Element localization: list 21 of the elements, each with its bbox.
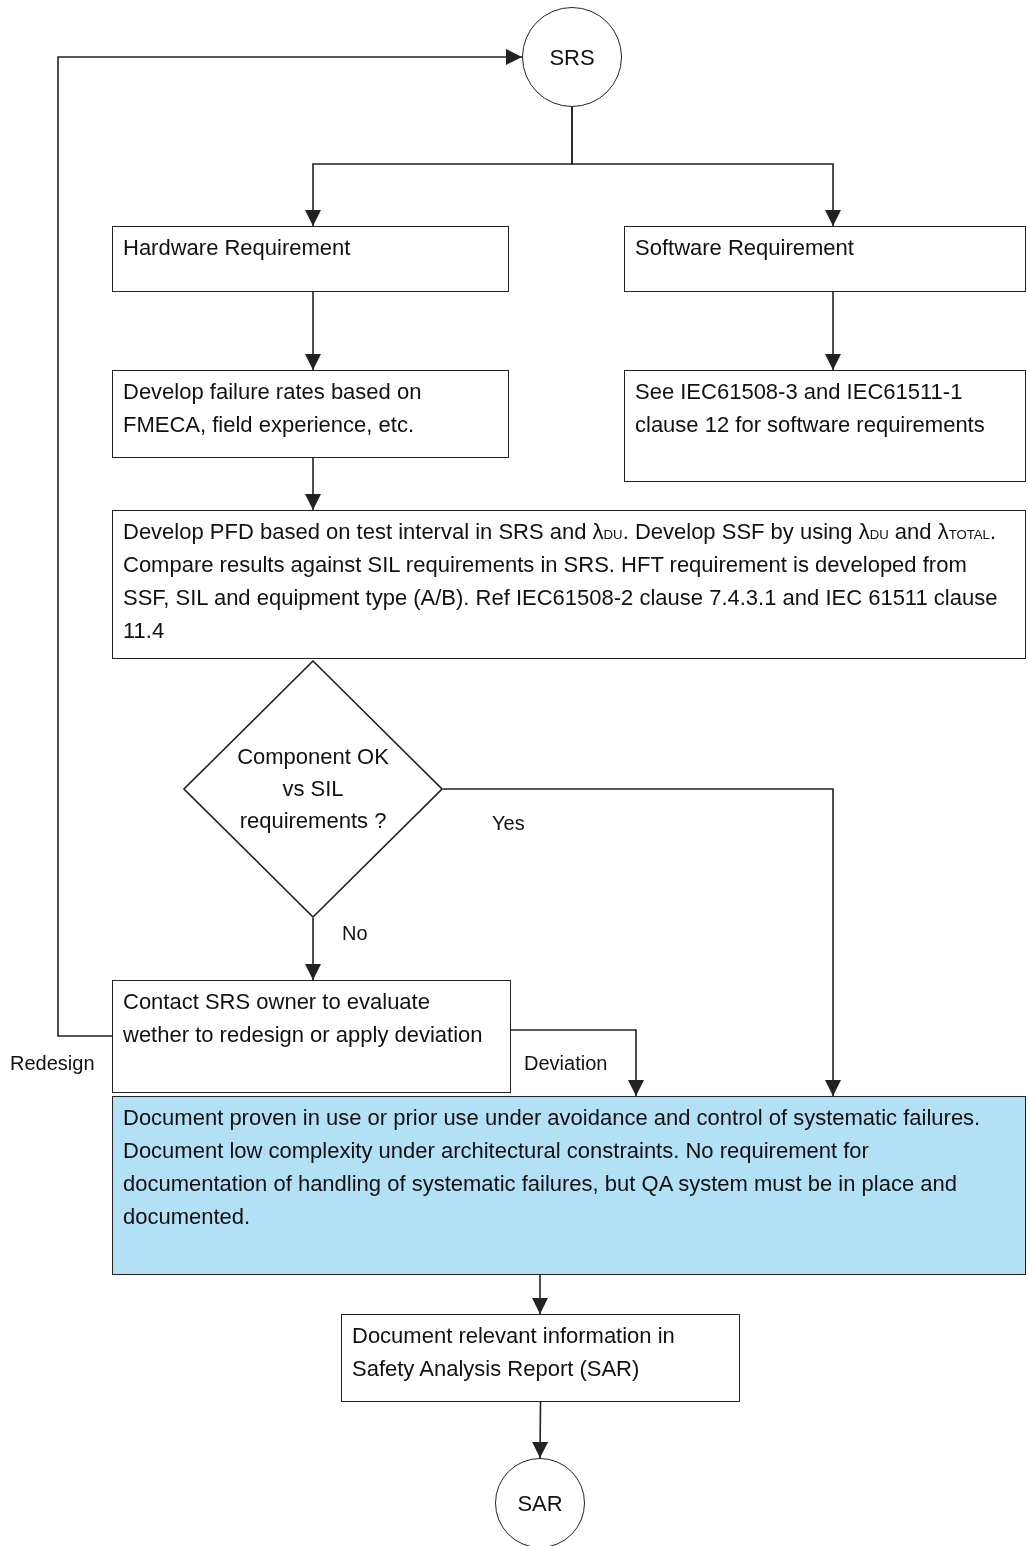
process-box: See IEC61508-3 and IEC61511-1 clause 12 for software requirements — [624, 370, 1026, 482]
arrow — [305, 457, 321, 511]
decision-diamond: Component OK vs SIL requirements ? — [183, 660, 443, 918]
arrow — [57, 49, 523, 1037]
arrow — [305, 291, 321, 371]
process-box: Contact SRS owner to evaluate wether to redesign or apply deviation — [112, 980, 511, 1093]
terminal-circle: SRS — [522, 7, 622, 107]
arrow — [571, 106, 841, 227]
arrow — [825, 291, 841, 371]
arrow — [442, 788, 841, 1097]
process-box: Document proven in use or prior use under avoidance and control of systematic failures. Document low complexity under architectural constraints. No requirement for documentation of handling of systematic failures, but QA system must be in place and documented. — [112, 1096, 1026, 1275]
process-box: Develop failure rates based on FMECA, field experience, etc. — [112, 370, 509, 458]
edge-label: Redesign — [8, 1052, 97, 1075]
terminal-circle: SAR — [495, 1458, 585, 1546]
process-box: Document relevant information in Safety Analysis Report (SAR) — [341, 1314, 740, 1402]
arrow — [305, 917, 321, 981]
arrow — [532, 1401, 549, 1459]
process-box: Hardware Requirement — [112, 226, 509, 292]
arrow — [510, 1029, 644, 1097]
process-box: Software Requirement — [624, 226, 1026, 292]
arrow — [532, 1274, 548, 1315]
